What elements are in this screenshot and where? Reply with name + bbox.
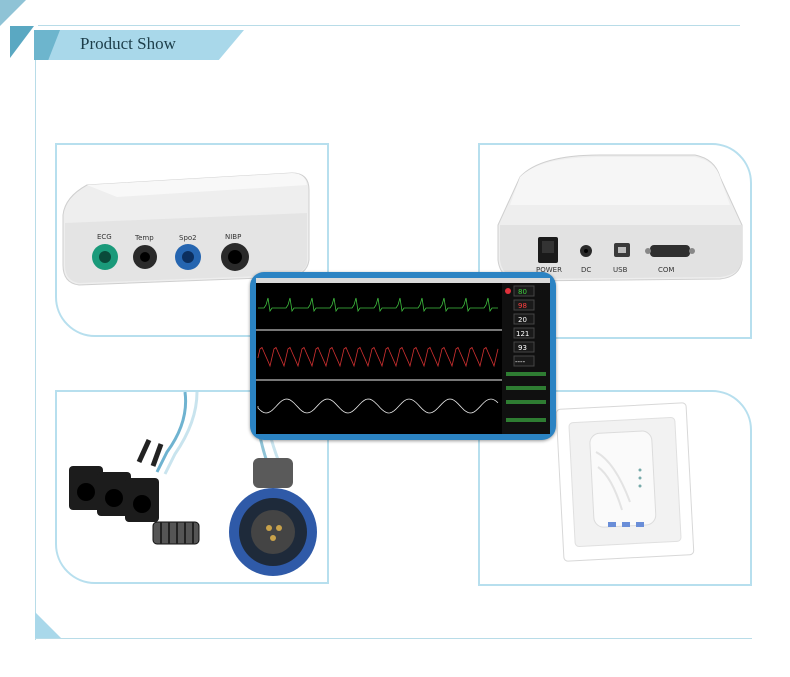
hr-readout: 80 <box>518 288 527 296</box>
com-port-icon <box>645 245 695 257</box>
ecg-label: ECG <box>97 233 112 241</box>
temp-connector-icon <box>133 245 157 269</box>
title-banner <box>34 30 244 60</box>
ecg-waveform <box>258 297 498 313</box>
spo2-connector-icon <box>175 244 201 270</box>
temp-readout: ---- <box>515 358 526 366</box>
usb-label: USB <box>613 266 628 274</box>
frame-bottom-rule <box>35 638 752 639</box>
resp-readout: 20 <box>518 316 527 324</box>
photo-device-back: POWER DC USB COM <box>478 143 752 339</box>
power-label: POWER <box>536 266 562 274</box>
nibp-label: NIBP <box>225 233 241 241</box>
patient-monitor-screen: 80 98 20 121 93 ---- <box>250 272 556 440</box>
dia-readout: 93 <box>518 344 527 352</box>
heart-icon <box>505 288 511 294</box>
sys-readout: 121 <box>516 330 529 338</box>
frame-bottom-corner <box>35 612 61 638</box>
power-switch-icon <box>538 237 558 263</box>
header-corner-accent <box>0 0 26 26</box>
usb-port-icon <box>614 243 630 257</box>
photo-connectors <box>55 390 329 584</box>
dc-jack-icon <box>580 245 592 257</box>
frame-left-rule <box>35 60 36 640</box>
header-corner-accent-dark <box>10 26 34 58</box>
readout-panel: 80 98 20 121 93 ---- <box>505 285 546 422</box>
ecg-connector-icon <box>92 244 118 270</box>
dc-label: DC <box>581 266 591 274</box>
resp-waveform <box>257 346 499 368</box>
header-rule <box>38 25 740 26</box>
spo2-label: Spo2 <box>179 234 197 242</box>
temp-label: Temp <box>134 234 154 242</box>
page-title: Product Show <box>80 34 176 53</box>
pleth-waveform <box>257 398 499 414</box>
com-label: COM <box>658 266 674 274</box>
nibp-connector-icon <box>221 243 249 271</box>
spo2-readout: 98 <box>518 302 527 310</box>
